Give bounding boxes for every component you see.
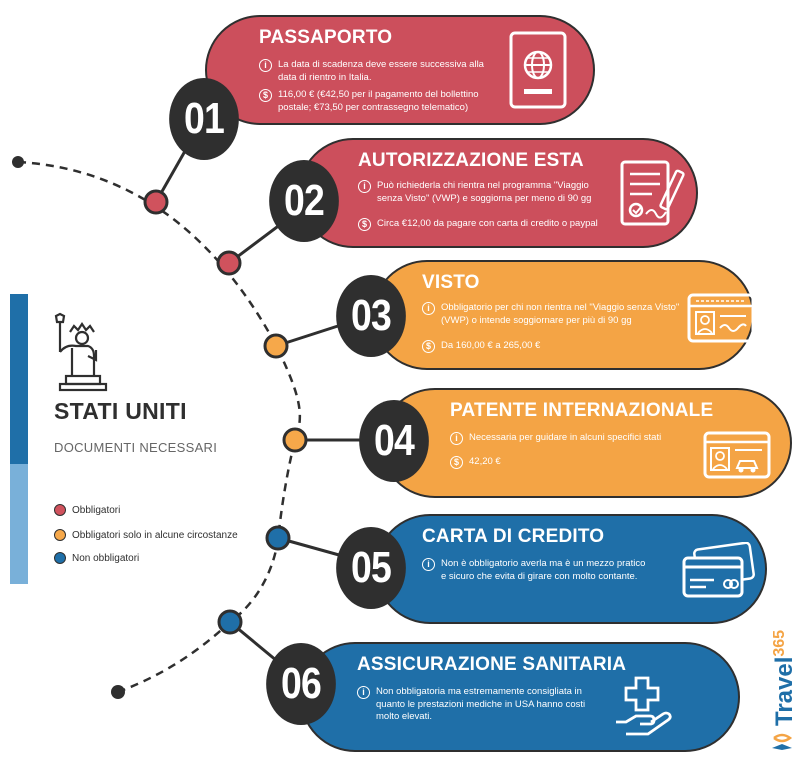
legend-item-obbligatori: Obbligatori — [54, 504, 120, 516]
passport-icon — [509, 31, 567, 109]
number-badge: 06 — [266, 643, 336, 725]
info-icon: i — [358, 180, 371, 193]
info-row: i Non obbligatoria ma estremamente consi… — [357, 686, 602, 724]
number-badge: 03 — [336, 275, 406, 357]
info-row: i Obbligatorio per chi non rientra nel "… — [422, 302, 682, 327]
document-card-carta-credito: CARTA DI CREDITO i Non è obbligatorio av… — [375, 514, 767, 624]
dollar-icon: $ — [259, 89, 272, 102]
page-title: STATI UNITI — [54, 398, 187, 424]
document-title: AUTORIZZAZIONE ESTA — [358, 150, 584, 171]
legend-item-circostanze: Obbligatori solo in alcune circostanze — [54, 529, 238, 541]
document-card-passaporto: PASSAPORTO i La data di scadenza deve es… — [205, 15, 595, 125]
health-insurance-icon — [616, 676, 672, 736]
document-card-visto: VISTO i Obbligatorio per chi non rientra… — [372, 260, 755, 370]
brand-number: 365 — [771, 630, 788, 657]
info-icon: i — [422, 302, 435, 315]
statue-of-liberty-icon — [54, 312, 108, 392]
travel365-logo: Travel365 — [771, 630, 798, 750]
legend-dot-red — [54, 504, 66, 516]
node-06 — [217, 609, 243, 635]
info-row: i Necessaria per guidare in alcuni speci… — [450, 432, 700, 445]
form-signature-icon — [620, 160, 685, 226]
visa-icon — [687, 293, 755, 343]
node-05 — [265, 525, 291, 551]
page-subtitle: DOCUMENTI NECESSARI — [54, 440, 218, 455]
info-row: i Non è obbligatorio averla ma è un mezz… — [422, 558, 652, 583]
cost-row: $ Circa €12,00 da pagare con carta di cr… — [358, 218, 628, 231]
accent-bar-bottom — [10, 464, 28, 584]
legend-item-non-obbligatori: Non obbligatori — [54, 552, 139, 564]
info-row: i La data di scadenza deve essere succes… — [259, 59, 499, 84]
document-title: PATENTE INTERNAZIONALE — [450, 400, 714, 421]
dollar-icon: $ — [422, 340, 435, 353]
document-title: VISTO — [422, 272, 480, 293]
accent-bar-top — [10, 294, 28, 464]
cost-row: $ 116,00 € (€42,50 per il pagamento del … — [259, 89, 499, 114]
credit-cards-icon — [682, 542, 755, 598]
node-01 — [143, 189, 169, 215]
cost-row: $ 42,20 € — [450, 456, 700, 469]
document-title: PASSAPORTO — [259, 27, 393, 48]
driving-license-icon — [703, 431, 771, 479]
cost-row: $ Da 160,00 € a 265,00 € — [422, 340, 682, 353]
info-icon: i — [422, 558, 435, 571]
number-badge: 01 — [169, 78, 239, 160]
node-04 — [282, 427, 308, 453]
number-badge: 05 — [336, 527, 406, 609]
number-badge: 02 — [269, 160, 339, 242]
brand-name: Travel — [771, 657, 798, 726]
number-badge: 04 — [359, 400, 429, 482]
info-icon: i — [357, 686, 370, 699]
document-title: ASSICURAZIONE SANITARIA — [357, 654, 627, 675]
svg-text:Travel365: Travel365 — [771, 630, 798, 726]
node-03 — [263, 333, 289, 359]
node-02 — [216, 250, 242, 276]
left-panel: STATI UNITI DOCUMENTI NECESSARI Obbligat… — [10, 294, 250, 584]
dollar-icon: $ — [358, 218, 371, 231]
legend-dot-orange — [54, 529, 66, 541]
legend-dot-blue — [54, 552, 66, 564]
path-start-dot — [12, 156, 24, 168]
dollar-icon: $ — [450, 456, 463, 469]
document-card-patente: PATENTE INTERNAZIONALE i Necessaria per … — [380, 388, 792, 498]
document-title: CARTA DI CREDITO — [422, 526, 605, 547]
info-icon: i — [450, 432, 463, 445]
document-card-esta: AUTORIZZAZIONE ESTA i Può richiederla ch… — [298, 138, 698, 248]
info-icon: i — [259, 59, 272, 72]
document-card-assicurazione: ASSICURAZIONE SANITARIA i Non obbligator… — [300, 642, 740, 752]
path-end-dot — [111, 685, 125, 699]
info-row: i Può richiederla chi rientra nel progra… — [358, 180, 608, 205]
